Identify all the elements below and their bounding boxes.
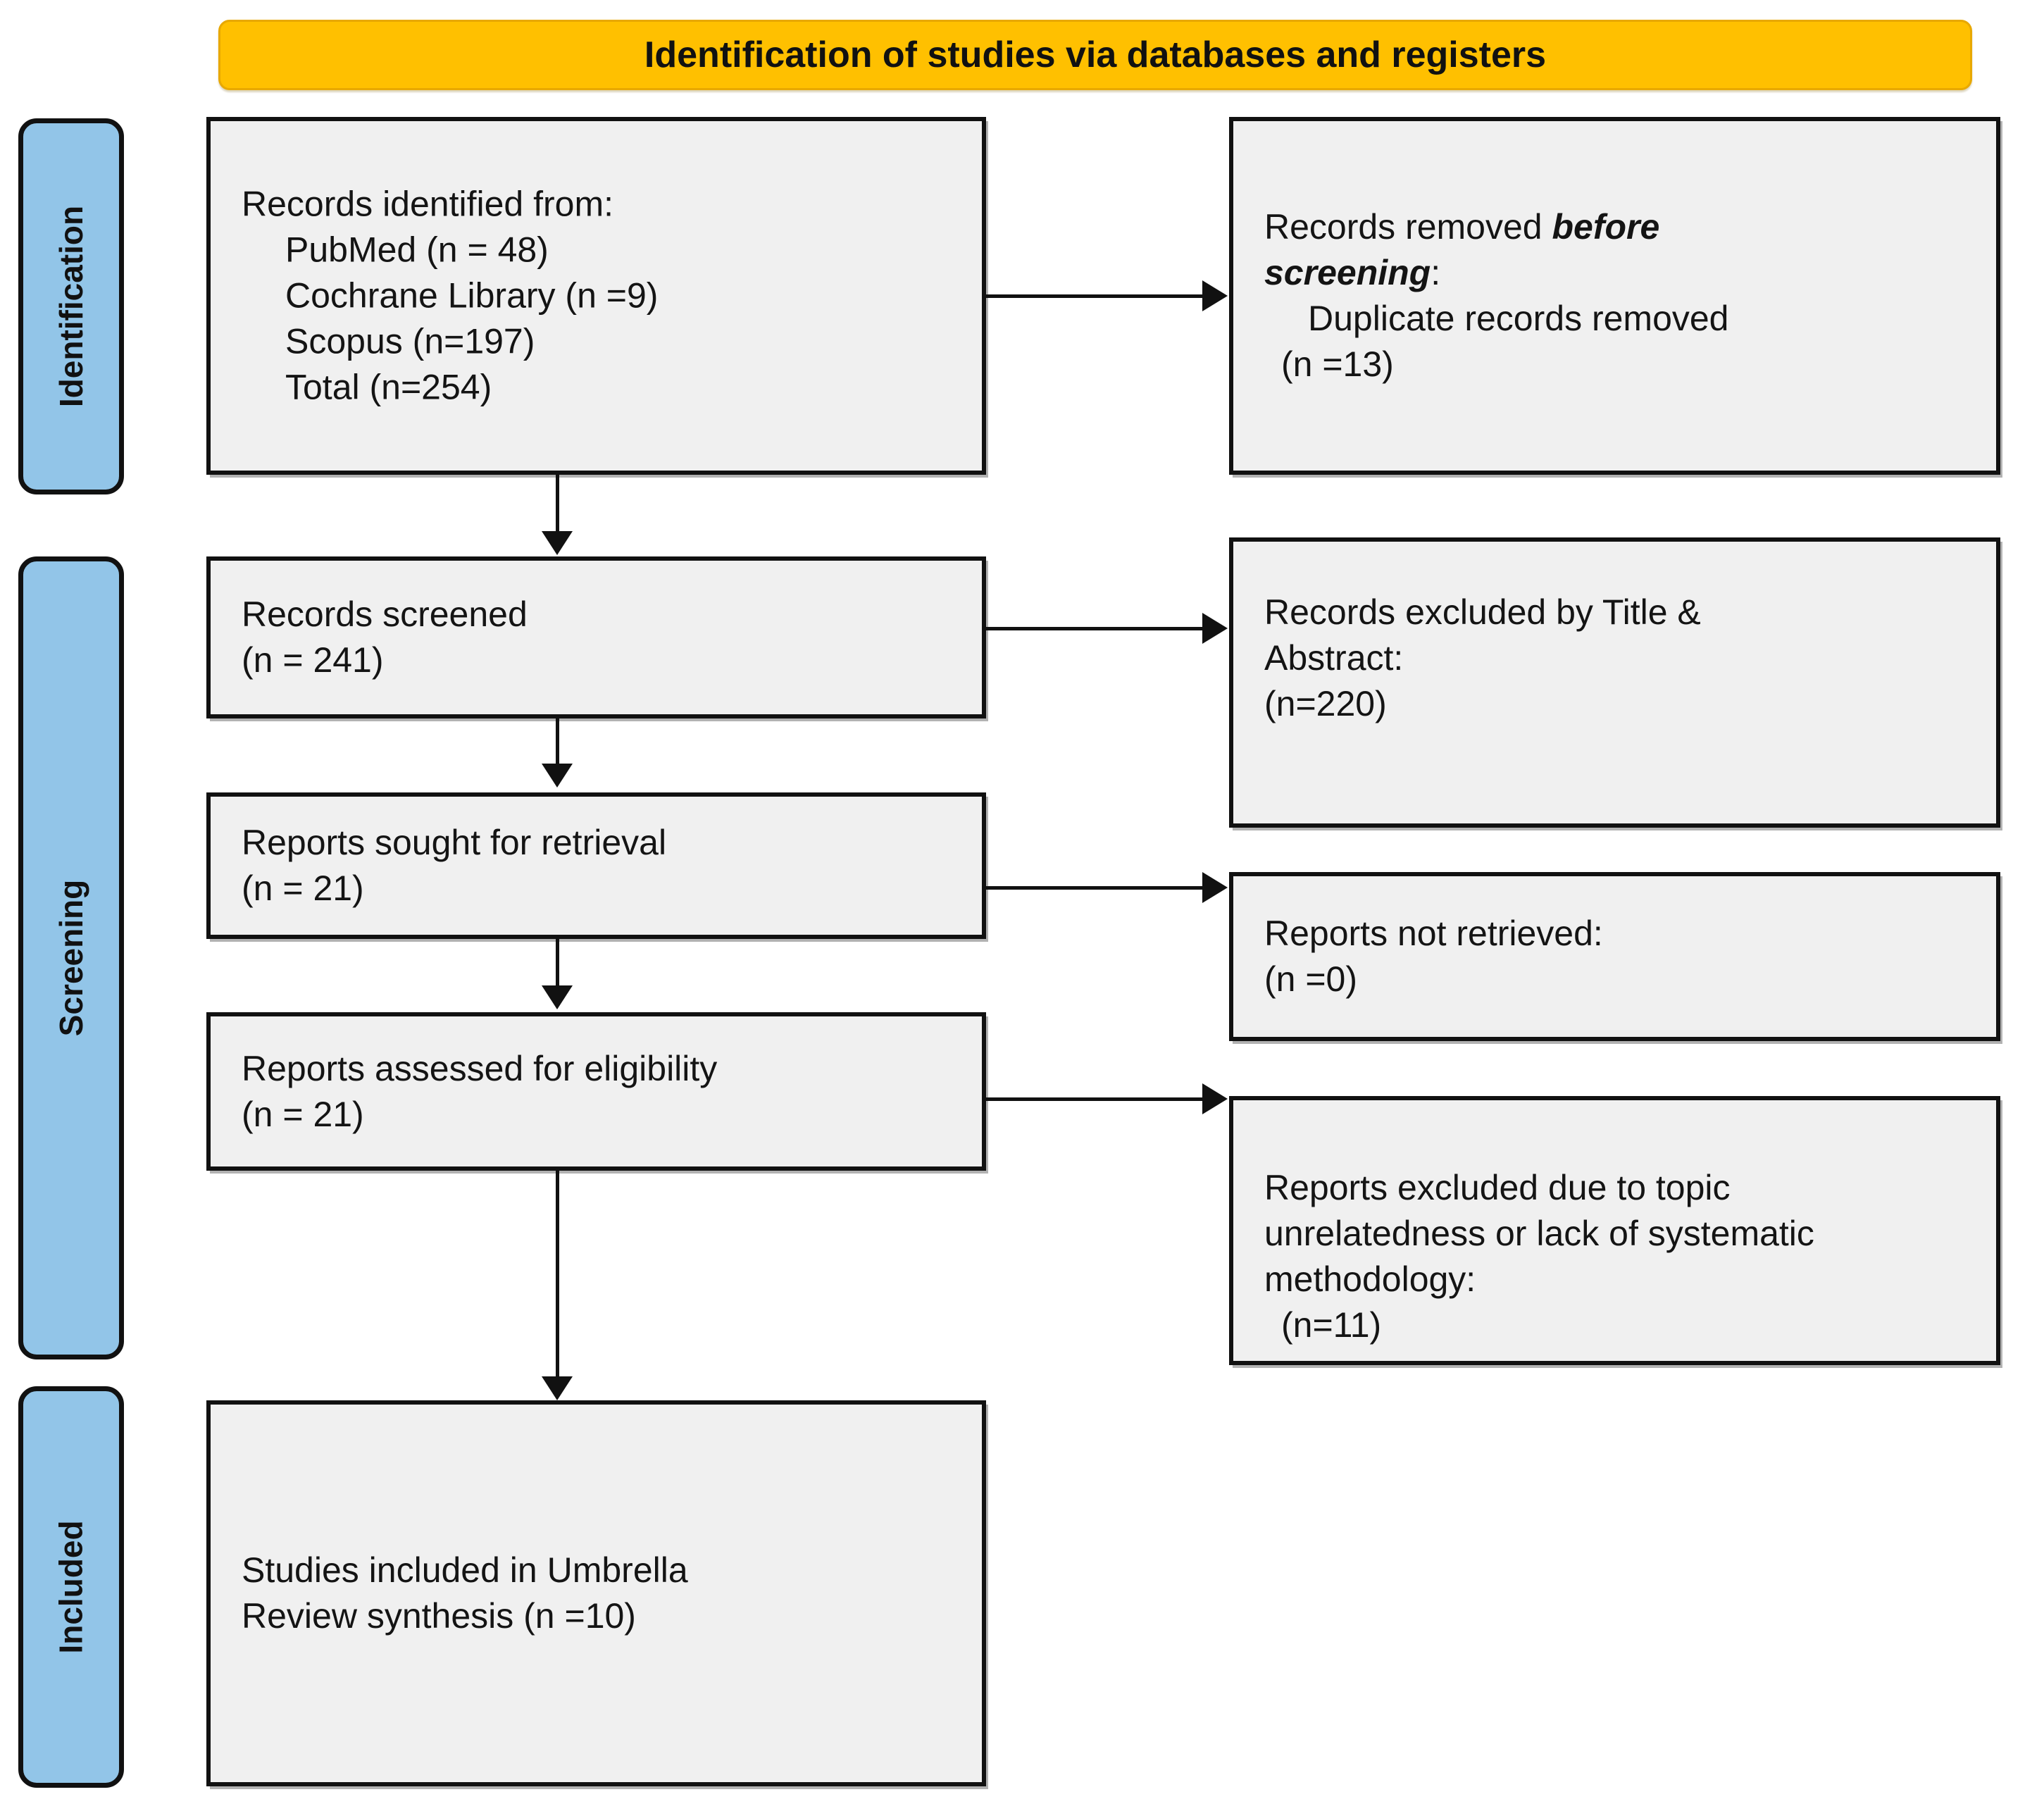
records-removed-line3: Duplicate records removed (1308, 299, 1729, 338)
box-reports-not-retrieved: Reports not retrieved: (n =0) (1229, 872, 2000, 1041)
arrowhead-identified-to-screened (542, 531, 573, 555)
box-reports-sought: Reports sought for retrieval (n = 21) (206, 792, 986, 939)
records-excluded-line1: Records excluded by Title & (1264, 592, 1701, 632)
box-records-excluded-text: Records excluded by Title & Abstract: (n=2… (1264, 590, 1981, 727)
reports-sought-line1: Reports sought for retrieval (242, 823, 667, 862)
reports-excluded-line4: (n=11) (1281, 1305, 1382, 1345)
box-reports-assessed-text: Reports assessed for eligibility (n = 21) (242, 1046, 966, 1138)
reports-assessed-line1: Reports assessed for eligibility (242, 1048, 718, 1088)
connector-screened-to-excluded (986, 627, 1204, 630)
box-records-identified-text: Records identified from: PubMed (n = 48) C… (242, 182, 966, 411)
arrowhead-assessed-to-included (542, 1376, 573, 1400)
arrowhead-sought-to-assessed (542, 985, 573, 1009)
box-reports-excluded: Reports excluded due to topic unrelatedne… (1229, 1096, 2000, 1365)
records-removed-line2a: screening (1264, 253, 1431, 292)
phase-label-included: Included (53, 1520, 89, 1654)
studies-included-line1: Studies included in Umbrella (242, 1550, 688, 1590)
records-removed-line2b: : (1431, 253, 1441, 292)
phase-bar-identification: Identification (18, 118, 124, 494)
box-records-removed-text: Records removed before screening: Duplicat… (1264, 204, 1981, 387)
arrowhead-assessed-to-excluded (1202, 1083, 1228, 1114)
reports-excluded-line1: Reports excluded due to topic (1264, 1168, 1731, 1207)
box-records-excluded: Records excluded by Title & Abstract: (n=2… (1229, 537, 2000, 828)
connector-sought-to-assessed (556, 939, 559, 988)
box-records-screened-text: Records screened (n = 241) (242, 592, 966, 683)
phase-label-screening: Screening (53, 879, 90, 1037)
connector-assessed-to-included (556, 1171, 559, 1379)
records-identified-cochrane: Cochrane Library (n =9) (285, 275, 659, 316)
box-records-removed: Records removed before screening: Duplicat… (1229, 117, 2000, 475)
box-reports-not-retrieved-text: Reports not retrieved: (n =0) (1264, 911, 1981, 1002)
records-identified-total: Total (n=254) (285, 367, 492, 407)
phase-bar-screening: Screening (18, 556, 124, 1359)
studies-included-line2: Review synthesis (n =10) (242, 1596, 636, 1636)
records-screened-line1: Records screened (242, 595, 528, 634)
arrowhead-sought-to-not-retrieved (1202, 872, 1228, 903)
reports-not-retrieved-line1: Reports not retrieved: (1264, 914, 1603, 953)
records-excluded-line2: Abstract: (1264, 638, 1404, 678)
box-reports-assessed: Reports assessed for eligibility (n = 21) (206, 1012, 986, 1171)
records-screened-line2: (n = 241) (242, 640, 384, 680)
reports-assessed-line2: (n = 21) (242, 1094, 364, 1134)
records-removed-line1a: Records removed (1264, 207, 1552, 247)
phase-bar-included: Included (18, 1386, 124, 1788)
records-identified-line1: Records identified from: (242, 184, 614, 224)
box-reports-sought-text: Reports sought for retrieval (n = 21) (242, 820, 966, 911)
reports-not-retrieved-line2: (n =0) (1264, 959, 1358, 999)
arrowhead-screened-to-excluded (1202, 613, 1228, 644)
records-removed-line1b: before (1552, 207, 1660, 247)
records-identified-pubmed: PubMed (n = 48) (285, 230, 549, 270)
connector-identified-to-screened (556, 475, 559, 534)
box-records-screened: Records screened (n = 241) (206, 556, 986, 718)
records-removed-line4: (n =13) (1281, 344, 1394, 384)
connector-sought-to-not-retrieved (986, 886, 1204, 890)
page-title: Identification of studies via databases … (644, 35, 1547, 75)
box-reports-excluded-text: Reports excluded due to topic unrelatedne… (1264, 1165, 1981, 1348)
reports-excluded-line3: methodology: (1264, 1259, 1476, 1299)
arrowhead-screened-to-sought (542, 764, 573, 788)
records-excluded-line3: (n=220) (1264, 684, 1387, 723)
diagram-title-banner: Identification of studies via databases … (218, 20, 1972, 90)
phase-label-identification: Identification (53, 205, 90, 408)
arrowhead-identified-to-removed (1202, 280, 1228, 311)
connector-assessed-to-excluded (986, 1097, 1204, 1101)
connector-screened-to-sought (556, 718, 559, 766)
reports-sought-line2: (n = 21) (242, 869, 364, 908)
reports-excluded-line2: unrelatedness or lack of systematic (1264, 1214, 1814, 1253)
box-records-identified: Records identified from: PubMed (n = 48) C… (206, 117, 986, 475)
connector-identified-to-removed (986, 294, 1204, 298)
records-identified-scopus: Scopus (n=197) (285, 321, 535, 361)
